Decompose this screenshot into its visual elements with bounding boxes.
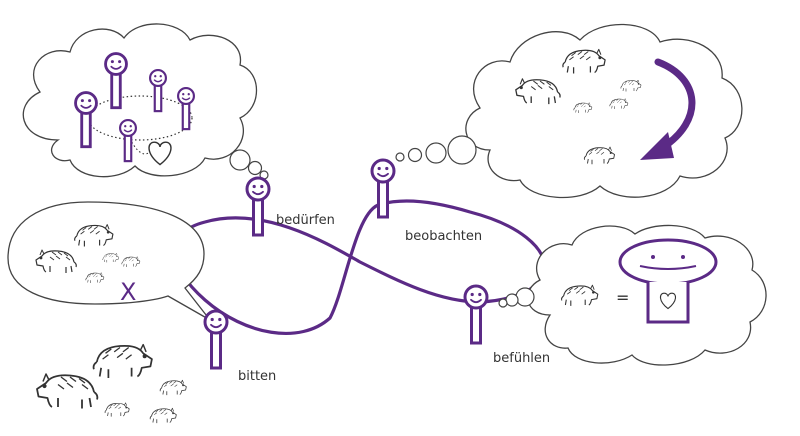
circular-arrow-icon — [640, 58, 696, 160]
denied-cross-mark: X — [120, 278, 136, 306]
boar-sketch — [149, 407, 177, 424]
figure-bitten — [203, 309, 229, 370]
boar-sketch — [36, 373, 99, 410]
figure-befuehlen — [463, 284, 489, 345]
boar-sketch — [92, 343, 153, 379]
label-befuehlen: befühlen — [493, 351, 550, 366]
thought-cloud-right: = — [498, 224, 767, 366]
thought-cloud-top-right — [395, 23, 743, 199]
speech-bubble-left: X — [7, 201, 211, 321]
boar-group-bottom-left — [36, 343, 187, 424]
label-bitten: bitten — [238, 369, 276, 384]
boar-sketch — [159, 379, 187, 396]
figure-eight-path — [173, 199, 547, 336]
label-beduerfen: bedürfen — [276, 213, 335, 228]
boar-sketch — [104, 402, 130, 417]
figure-beduerfen — [245, 176, 271, 237]
label-beobachten: beobachten — [405, 229, 482, 244]
thought-cloud-top-left — [22, 23, 269, 180]
equals-sign: = — [616, 288, 629, 307]
top-hat-with-heart-icon — [618, 238, 718, 324]
